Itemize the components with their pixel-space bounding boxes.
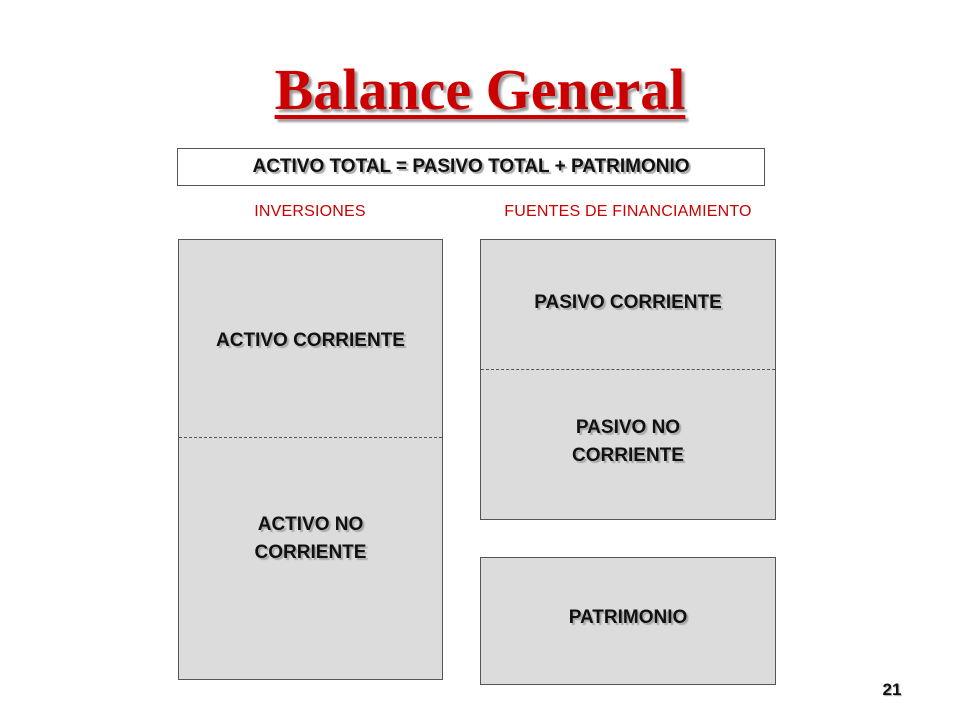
accounting-equation-text: ACTIVO TOTAL = PASIVO TOTAL + PATRIMONIO	[252, 156, 690, 177]
heading-inversiones: INVERSIONES	[254, 203, 366, 220]
accounting-equation-box: ACTIVO TOTAL = PASIVO TOTAL + PATRIMONIO	[177, 148, 765, 186]
label-activo-no-corriente-2: CORRIENTE	[254, 542, 367, 563]
assets-divider	[179, 437, 442, 438]
label-activo-corriente: ACTIVO CORRIENTE	[216, 330, 405, 351]
slide-title: Balance General	[274, 57, 686, 122]
label-pasivo-no-corriente-1: PASIVO NO	[575, 417, 681, 438]
page-number: 21	[882, 680, 902, 699]
label-activo-no-corriente-1: ACTIVO NO	[257, 514, 364, 535]
liabilities-divider	[481, 369, 775, 370]
heading-fuentes: FUENTES DE FINANCIAMIENTO	[504, 203, 752, 220]
label-patrimonio: PATRIMONIO	[568, 607, 688, 628]
liabilities-box: PASIVO CORRIENTE PASIVO NO CORRIENTE	[480, 239, 776, 520]
label-pasivo-corriente: PASIVO CORRIENTE	[534, 292, 722, 313]
assets-box: ACTIVO CORRIENTE ACTIVO NO CORRIENTE	[178, 239, 443, 680]
label-pasivo-no-corriente-2: CORRIENTE	[572, 445, 684, 466]
equity-box: PATRIMONIO	[480, 557, 776, 685]
